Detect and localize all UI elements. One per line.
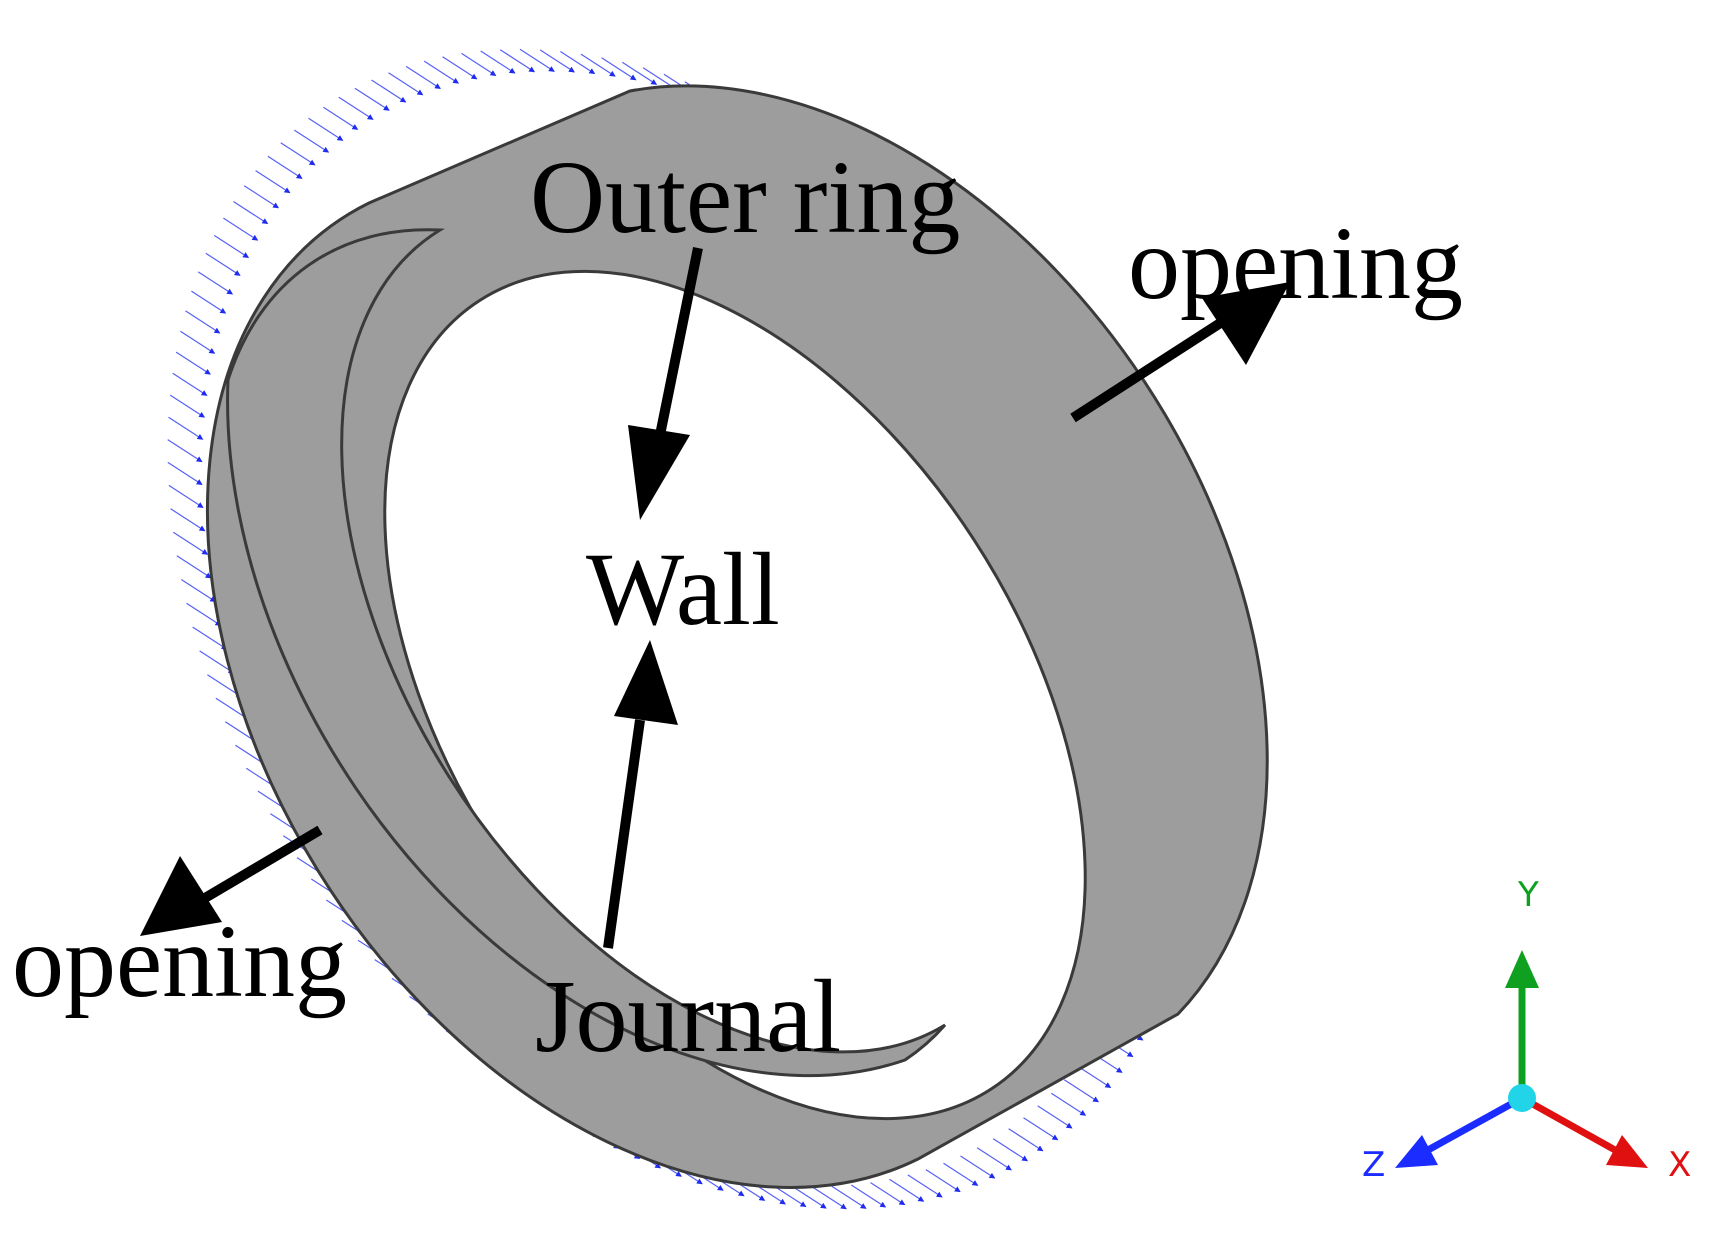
journal-label: Journal [535, 959, 842, 1074]
outer-vector [621, 61, 658, 85]
outer-vector [1008, 1128, 1044, 1152]
x-axis-arrowhead [1606, 1135, 1648, 1168]
outer-vector [172, 372, 208, 396]
outer-vector [539, 49, 575, 73]
outer-vector [1023, 1117, 1059, 1141]
opening-left-arrowhead [140, 856, 222, 936]
opening-left-label: opening [12, 904, 348, 1019]
outer-vector [976, 1147, 1012, 1171]
opening-right-arrow [1070, 315, 1228, 423]
outer-vector [560, 50, 596, 75]
z-axis-label: Z [1362, 1145, 1386, 1185]
wall-label: Wall [586, 532, 780, 647]
outer-vector [185, 310, 221, 334]
outer-vector [791, 1185, 827, 1209]
y-axis-arrowhead [1505, 950, 1539, 988]
outer-vector [186, 602, 222, 626]
outer-vector [1037, 1105, 1073, 1129]
outer-vector [191, 290, 227, 314]
outer-vector [176, 555, 212, 579]
outer-vector [943, 1162, 979, 1186]
outer-vector [170, 508, 206, 532]
y-axis-label: Y [1518, 875, 1539, 915]
triad-origin [1508, 1084, 1536, 1112]
x-axis-label: X [1668, 1145, 1692, 1185]
outer-vector [925, 1169, 961, 1193]
outer-vector [870, 1182, 906, 1206]
outer-vector [499, 49, 536, 73]
z-axis-line [1426, 1094, 1524, 1154]
outer-vector [168, 484, 204, 508]
outer-vector [354, 87, 390, 111]
outer-vector [850, 1184, 887, 1208]
outer-vector [175, 351, 211, 375]
x-axis-line [1520, 1094, 1617, 1154]
outer-vector [280, 142, 316, 166]
outer-vector [199, 650, 235, 674]
outer-vector [180, 330, 216, 354]
outer-vector [192, 626, 228, 650]
outer-vector [197, 271, 234, 295]
journal-arrowhead [614, 640, 678, 725]
outer-vector [243, 185, 280, 209]
outer-ring-body [205, 84, 1269, 1189]
outer-vector [601, 57, 637, 81]
outer-ring-arrowhead [628, 425, 690, 520]
outer-vector [267, 155, 303, 179]
outer-vector [519, 48, 555, 72]
outer-vector [223, 217, 259, 241]
outer-vector [205, 252, 241, 276]
outer-vector [180, 578, 217, 603]
outer-vector [889, 1178, 925, 1202]
outer-vector [293, 129, 330, 153]
opening-right-label: opening [1128, 206, 1464, 321]
z-axis-arrowhead [1395, 1135, 1438, 1168]
outer-vector [255, 170, 291, 194]
annotation-arrows [140, 247, 1290, 949]
opening-left-arrow [202, 825, 323, 903]
outer-vector [480, 50, 516, 74]
outer-vector [323, 106, 359, 130]
outer-vector [167, 439, 203, 463]
outer-vector [1063, 1079, 1100, 1103]
journal-arrow [603, 719, 645, 949]
outer-vector [442, 56, 478, 80]
opening-right-arrowhead [1202, 282, 1290, 365]
outer-vector [308, 117, 344, 141]
outer-vector [907, 1174, 943, 1198]
outer-vector [172, 531, 209, 555]
outer-vector [811, 1186, 847, 1210]
outer-vector [423, 60, 460, 84]
outer-vector [580, 53, 616, 77]
outer-vector [338, 96, 374, 120]
ring-inner-wall [226, 228, 947, 1078]
outer-vector [831, 1185, 867, 1209]
outer-vector [233, 200, 269, 225]
outer-vector [371, 79, 407, 103]
outer-vector [169, 394, 206, 418]
axis-triad [1395, 950, 1648, 1168]
outer-ring-arrow [653, 247, 703, 446]
outer-vector [167, 461, 203, 485]
outer-vector [213, 234, 250, 258]
outer-vector [960, 1155, 996, 1179]
outer-vector [168, 416, 204, 440]
outer-ring-label: Outer ring [530, 140, 961, 255]
outer-vector [461, 52, 497, 76]
outer-vector [388, 72, 424, 96]
outer-vector [992, 1138, 1029, 1162]
outer-vector [405, 65, 441, 89]
outer-vector [1050, 1092, 1087, 1116]
